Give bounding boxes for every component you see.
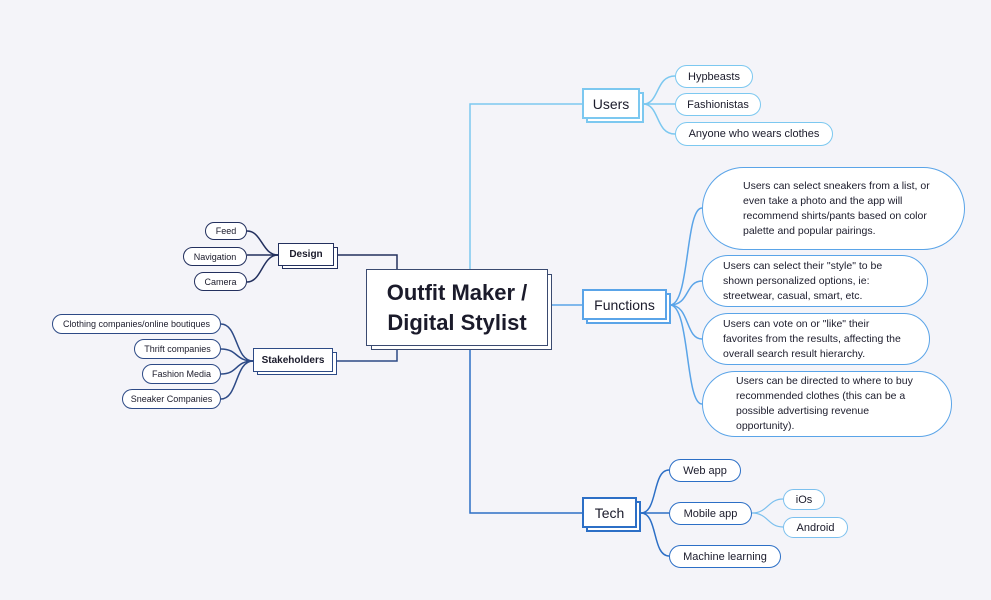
design-item-camera[interactable]: Camera <box>194 272 247 291</box>
topic-functions[interactable]: Functions <box>582 289 667 320</box>
link-stake-0 <box>220 323 254 362</box>
link-stake-3 <box>220 360 254 400</box>
link-functions-2 <box>669 304 703 340</box>
link-users-2 <box>642 103 676 135</box>
link-functions-1 <box>669 280 703 306</box>
stakeholders-item-thrift-companies[interactable]: Thrift companies <box>134 339 221 359</box>
functions-item-select-style[interactable]: Users can select their "style" to be sho… <box>702 255 928 307</box>
functions-item-buy-directed[interactable]: Users can be directed to where to buy re… <box>702 371 952 437</box>
users-item-anyone[interactable]: Anyone who wears clothes <box>675 122 833 146</box>
stakeholders-item-clothing-companies[interactable]: Clothing companies/online boutiques <box>52 314 221 334</box>
design-item-navigation[interactable]: Navigation <box>183 247 247 266</box>
stakeholders-item-fashion-media[interactable]: Fashion Media <box>142 364 221 384</box>
mobile-item-ios[interactable]: iOs <box>783 489 825 510</box>
link-tech-2 <box>640 512 670 557</box>
link-tech-0 <box>640 469 670 514</box>
users-item-hypbeasts[interactable]: Hypbeasts <box>675 65 753 88</box>
central-title-line1: Outfit Maker / <box>386 279 528 305</box>
users-item-fashionistas[interactable]: Fashionistas <box>675 93 761 116</box>
topic-tech[interactable]: Tech <box>582 497 637 528</box>
link-mobile-ios <box>751 498 784 514</box>
link-users-0 <box>642 75 676 105</box>
link-central-users <box>469 103 582 270</box>
design-item-feed[interactable]: Feed <box>205 222 247 240</box>
topic-design[interactable]: Design <box>278 243 334 266</box>
link-central-tech <box>469 350 582 514</box>
topic-users[interactable]: Users <box>582 88 640 119</box>
tech-item-mobile-app[interactable]: Mobile app <box>669 502 752 525</box>
stakeholders-item-sneaker-companies[interactable]: Sneaker Companies <box>122 389 221 409</box>
central-topic[interactable]: Outfit Maker / Digital Stylist <box>366 269 548 346</box>
link-central-design <box>336 254 398 270</box>
link-design-2 <box>246 254 279 283</box>
central-title-line2: Digital Stylist <box>387 309 527 335</box>
link-functions-3 <box>669 304 703 405</box>
tech-item-web-app[interactable]: Web app <box>669 459 741 482</box>
mobile-item-android[interactable]: Android <box>783 517 848 538</box>
link-functions-0 <box>669 207 703 306</box>
link-stake-2 <box>220 360 254 375</box>
functions-item-vote-like[interactable]: Users can vote on or "like" their favori… <box>702 313 930 365</box>
link-mobile-android <box>751 512 784 528</box>
topic-stakeholders[interactable]: Stakeholders <box>253 348 333 372</box>
link-design-0 <box>246 230 279 256</box>
link-central-stakeholders <box>336 350 398 362</box>
functions-item-select-sneakers[interactable]: Users can select sneakers from a list, o… <box>702 167 965 250</box>
tech-item-machine-learning[interactable]: Machine learning <box>669 545 781 568</box>
